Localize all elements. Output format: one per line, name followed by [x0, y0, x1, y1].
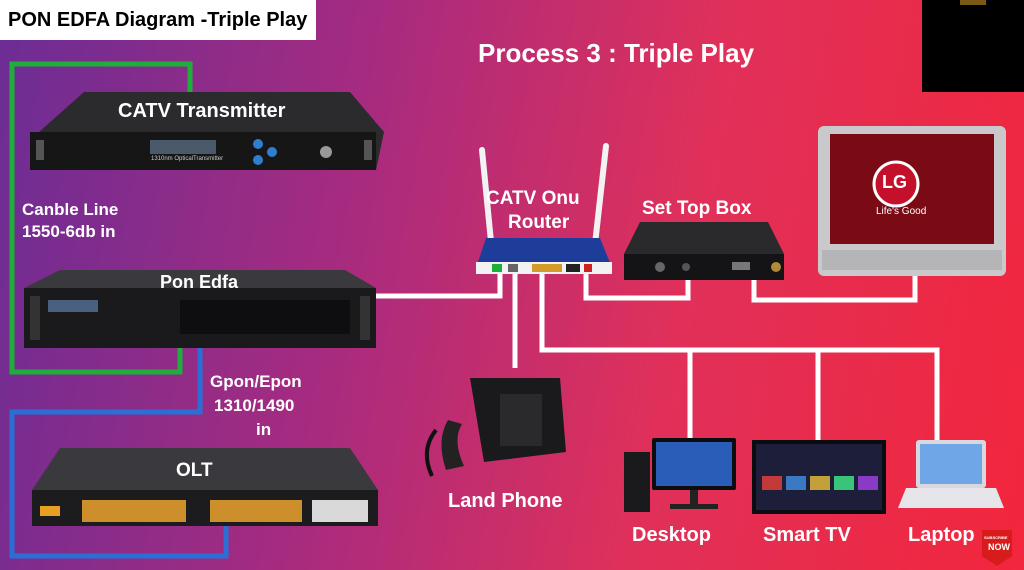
lg-tv — [818, 126, 1006, 276]
router-label-1: CATV Onu — [486, 188, 580, 209]
laptop — [898, 440, 1004, 508]
tv-slogan: Life's Good — [876, 206, 927, 217]
pon-edfa — [24, 270, 376, 348]
desktop-label: Desktop — [632, 524, 711, 546]
catv-transmitter-label: CATV Transmitter — [118, 100, 286, 122]
router-label-2: Router — [508, 212, 570, 233]
gpon-label-2: 1310/1490 — [214, 396, 295, 415]
set-top-box-label: Set Top Box — [642, 198, 752, 219]
land-phone-label: Land Phone — [448, 490, 563, 512]
gpon-label-3: in — [256, 420, 272, 439]
transmitter-panel-text: 1310nm OpticalTransmitter — [151, 156, 224, 162]
ethernet-links — [330, 268, 940, 440]
laptop-label: Laptop — [908, 524, 975, 546]
olt-label: OLT — [176, 460, 213, 481]
subscribe-now: NOW — [988, 542, 1010, 552]
corner-logo — [922, 0, 1024, 92]
subscribe-text: SUBSCRIBE — [984, 535, 1008, 540]
diagram-title: PON EDFA Diagram -Triple Play — [0, 0, 316, 40]
gpon-label-1: Gpon/Epon — [210, 372, 302, 391]
smart-tv-label: Smart TV — [763, 524, 851, 546]
process-title: Process 3 : Triple Play — [478, 38, 755, 68]
catv-transmitter — [30, 92, 384, 170]
desktop-pc — [624, 438, 736, 512]
cable-line-label-2: 1550-6db in — [22, 222, 116, 241]
smart-tv — [752, 440, 886, 514]
cable-line-label-1: Canble Line — [22, 200, 119, 219]
pon-fiber-link — [9, 322, 229, 559]
pon-edfa-label: Pon Edfa — [160, 272, 239, 292]
subscribe-badge[interactable] — [982, 530, 1012, 566]
land-phone — [424, 378, 566, 477]
onu-router — [476, 143, 612, 274]
set-top-box — [624, 222, 784, 280]
tv-brand: LG — [882, 172, 907, 192]
olt — [32, 448, 378, 526]
